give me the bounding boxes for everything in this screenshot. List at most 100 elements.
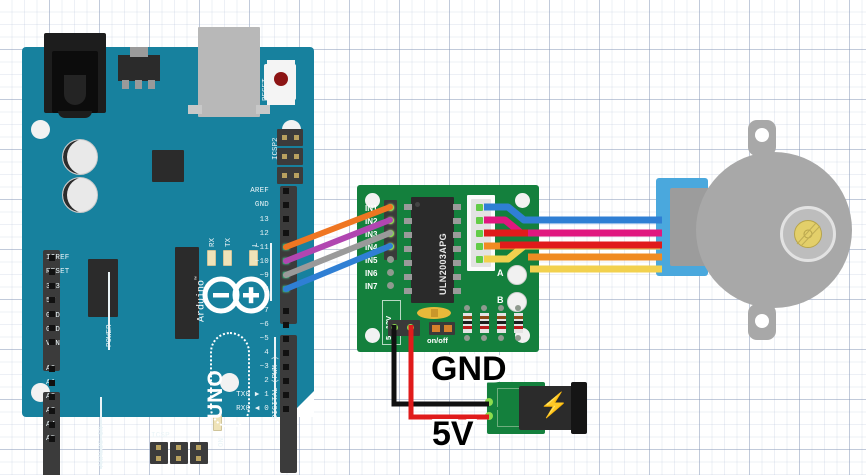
power-supply-module[interactable]: ⚡ xyxy=(485,382,587,434)
pin-hole[interactable] xyxy=(49,366,55,372)
resistor-band xyxy=(480,326,489,329)
pin-hole[interactable] xyxy=(283,308,289,314)
pin-hole[interactable] xyxy=(49,255,55,261)
indicator-label-a: A xyxy=(497,268,504,278)
icsp-pad xyxy=(176,445,181,450)
icsp2-header[interactable] xyxy=(277,129,303,146)
ic-leg xyxy=(453,260,461,266)
ic-leg xyxy=(453,218,461,224)
pin-hole[interactable] xyxy=(283,230,289,236)
usb-mount-tab xyxy=(256,105,270,114)
pin-hole-d11-connected[interactable] xyxy=(283,244,289,250)
icsp-header[interactable] xyxy=(150,442,168,464)
pin-hole[interactable] xyxy=(49,325,55,331)
pin-hole[interactable] xyxy=(283,392,289,398)
pin-hole[interactable] xyxy=(49,297,55,303)
pin-hole[interactable] xyxy=(283,350,289,356)
input-pad-in5[interactable] xyxy=(387,256,394,263)
icsp2-pad xyxy=(294,154,299,159)
pin-hole[interactable] xyxy=(49,339,55,345)
pin-label-ioref: IOREF xyxy=(46,254,70,262)
pin-label-d9: ~9 xyxy=(259,272,269,280)
ic-leg xyxy=(404,246,412,252)
tx-led xyxy=(223,250,232,266)
electrolytic-capacitor xyxy=(62,139,98,175)
icsp-header[interactable] xyxy=(190,442,208,464)
pin-hole[interactable] xyxy=(49,394,55,400)
pin-hole[interactable] xyxy=(49,408,55,414)
icsp-pad xyxy=(196,456,201,461)
pin-hole[interactable] xyxy=(49,269,55,275)
psu-terminal-5v[interactable] xyxy=(485,412,493,420)
pin-hole[interactable] xyxy=(49,422,55,428)
pin-label-d4: 4 xyxy=(264,349,269,357)
resistor-pad xyxy=(464,335,470,341)
input-pad-in2[interactable] xyxy=(387,217,394,224)
input-pad-in1[interactable] xyxy=(387,204,394,211)
label-in1: IN1 xyxy=(365,204,378,213)
l-led xyxy=(249,250,258,266)
uln2003-driver-board[interactable]: IN1 IN2 IN3 IN4 IN5 IN6 IN7 5 - 12V ULN2… xyxy=(357,185,539,352)
pin-label-d13: 13 xyxy=(259,216,269,224)
silkscreen-divider xyxy=(274,337,276,417)
pin-hole[interactable] xyxy=(283,378,289,384)
ic-leg xyxy=(404,288,412,294)
pin-hole[interactable] xyxy=(283,364,289,370)
psu-terminal-gnd[interactable] xyxy=(485,398,493,406)
motor-shaft xyxy=(794,220,822,248)
power-input-pin-gnd[interactable] xyxy=(391,324,398,331)
reset-button-cap[interactable] xyxy=(274,72,288,86)
pin-hole[interactable] xyxy=(283,216,289,222)
pin-hole[interactable] xyxy=(283,202,289,208)
annotation-gnd-text: GND xyxy=(431,350,507,388)
psu-housing xyxy=(519,386,575,430)
annotation-gnd-outline: GND xyxy=(429,348,510,391)
pin-hole-d10-connected[interactable] xyxy=(283,258,289,264)
resistor-pad xyxy=(515,335,521,341)
pin-hole-d8-connected[interactable] xyxy=(283,286,289,292)
motor-connector-pin-1[interactable] xyxy=(476,204,483,211)
icsp-header[interactable] xyxy=(170,442,188,464)
onoff-jumper-cap-right[interactable] xyxy=(444,325,452,332)
onoff-jumper-cap-left[interactable] xyxy=(432,325,440,332)
icsp-pad xyxy=(176,456,181,461)
input-pad-in7[interactable] xyxy=(387,282,394,289)
input-pad-in3[interactable] xyxy=(387,230,394,237)
resistor-band xyxy=(497,321,506,324)
icsp2-header[interactable] xyxy=(277,167,303,184)
motor-connector-pin-2[interactable] xyxy=(476,217,483,224)
uno-outline xyxy=(210,332,250,428)
pin-hole-d9-connected[interactable] xyxy=(283,272,289,278)
power-header[interactable] xyxy=(43,250,60,371)
motor-connector-pin-5[interactable] xyxy=(476,256,483,263)
pin-hole[interactable] xyxy=(49,311,55,317)
pin-hole[interactable] xyxy=(49,436,55,442)
pin-hole[interactable] xyxy=(49,283,55,289)
pin-hole[interactable] xyxy=(283,336,289,342)
motor-connector-pin-3[interactable] xyxy=(476,230,483,237)
pin-hole[interactable] xyxy=(49,380,55,386)
icsp2-pad xyxy=(294,135,299,140)
label-in7: IN7 xyxy=(365,282,378,291)
resistor-pad xyxy=(515,305,521,311)
pin-hole[interactable] xyxy=(283,406,289,412)
stepper-motor-28byj48[interactable] xyxy=(656,116,866,344)
psu-end-cap xyxy=(571,382,587,434)
arduino-uno-board[interactable]: RESET ICSP2 ICSP ON RX TX L xyxy=(22,27,314,475)
icsp2-pad xyxy=(294,173,299,178)
motor-connector-pin-4[interactable] xyxy=(476,243,483,250)
regulator-tab xyxy=(130,47,148,57)
pin-label-d1-tx: TX0 ▶ 1 xyxy=(236,391,269,399)
analog-header[interactable] xyxy=(43,392,60,475)
pin-label-d10: ~10 xyxy=(254,258,269,266)
pin-hole[interactable] xyxy=(283,322,289,328)
icsp2-header[interactable] xyxy=(277,148,303,165)
input-pad-in4[interactable] xyxy=(387,243,394,250)
pin-hole[interactable] xyxy=(283,188,289,194)
resistor-band xyxy=(480,316,489,319)
usb-mount-tab xyxy=(188,105,202,114)
usb-interface-chip xyxy=(88,259,118,317)
input-pad-in6[interactable] xyxy=(387,269,394,276)
power-input-pin-vcc[interactable] xyxy=(407,324,414,331)
